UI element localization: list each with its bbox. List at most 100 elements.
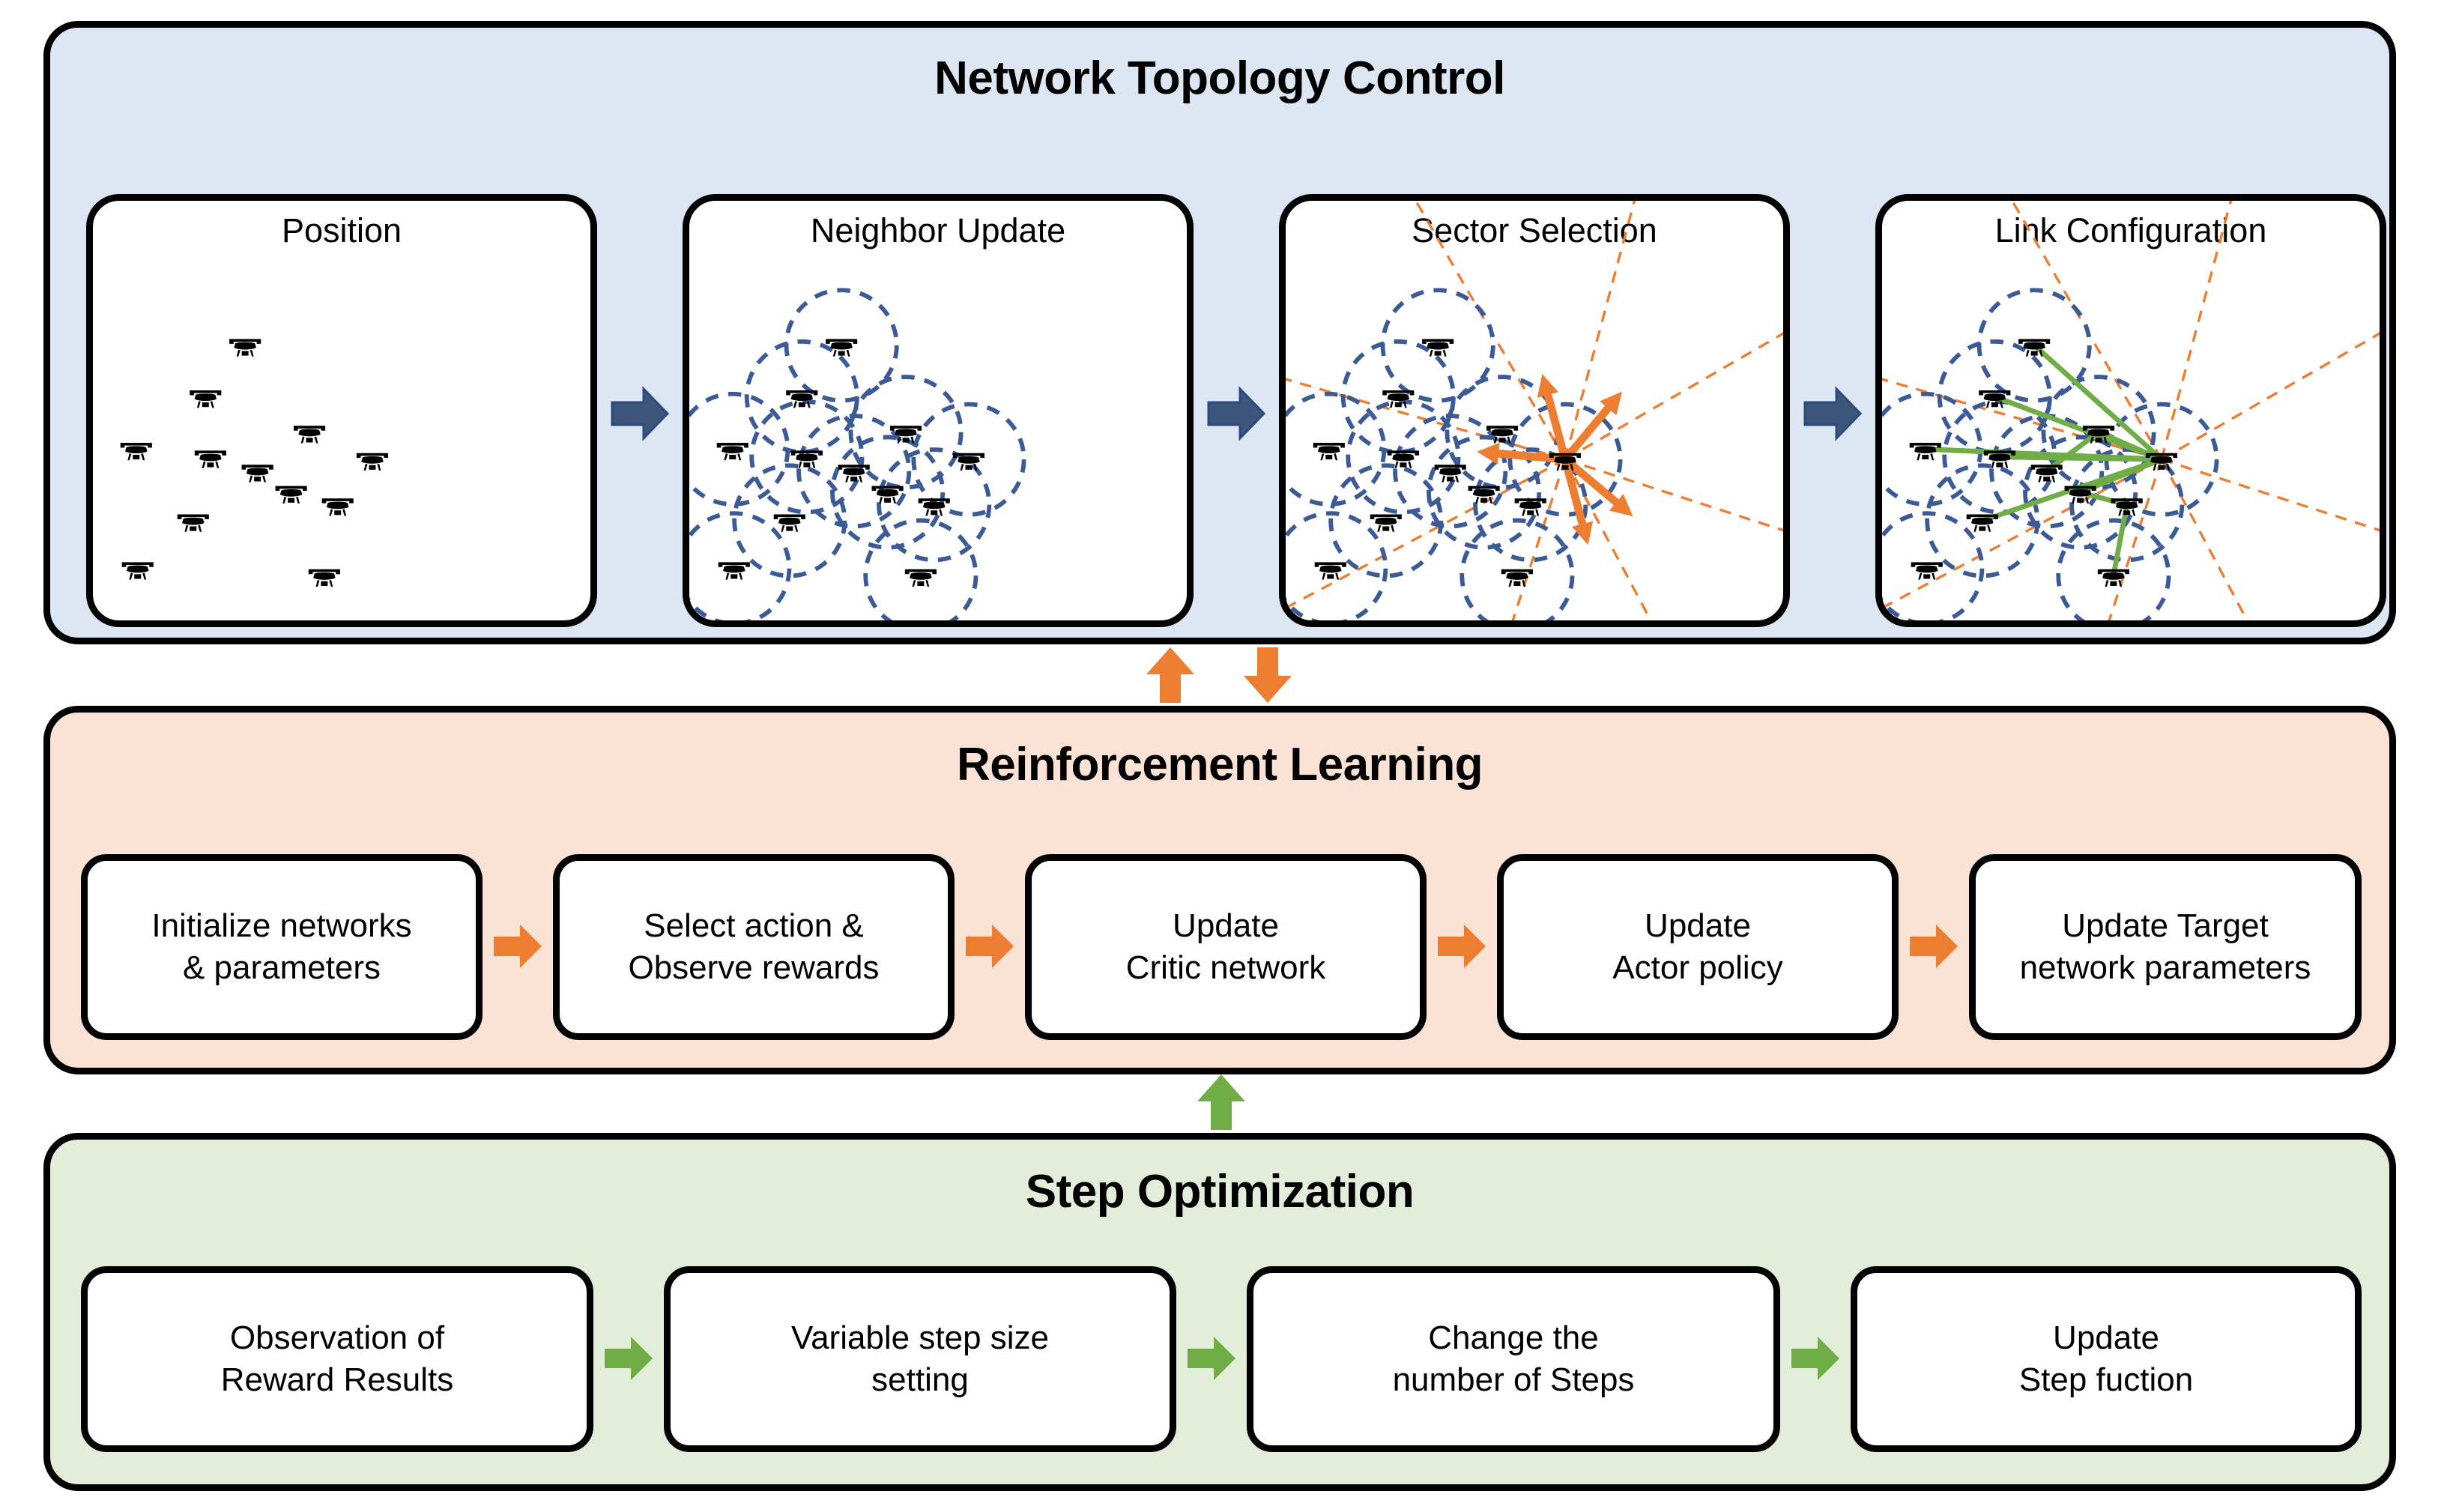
rl-step-box-update-target[interactable]: Update Target network parameters: [1969, 854, 2362, 1040]
sector-arrow-head: [1477, 442, 1500, 465]
coverage-circle: [2069, 447, 2185, 563]
drone-icon: [1549, 453, 1582, 471]
drone-icon: [321, 498, 354, 516]
coverage-circle: [1286, 511, 1388, 620]
link-line: [1999, 454, 2162, 462]
drone-icon: [2082, 426, 2115, 444]
link-line: [2111, 504, 2130, 576]
panel-sector-selection[interactable]: Sector Selection: [1279, 194, 1790, 627]
drone-icon: [1422, 339, 1454, 357]
drone-icon: [889, 426, 922, 444]
drone-icon: [718, 562, 750, 580]
rl-arrow-1: [494, 925, 542, 968]
drone-icon: [786, 390, 818, 408]
drone-icon: [2145, 453, 2178, 471]
section-title-reinforcement-learning: Reinforcement Learning: [956, 739, 1483, 790]
rl-step-line1: Select action &: [644, 907, 864, 944]
drone-icon: [1501, 569, 1533, 587]
sector-direction-arrow: [1561, 458, 1590, 536]
coverage-circle: [2056, 518, 2171, 620]
step-to-rl-arrow: [1197, 1074, 1245, 1130]
drone-icon: [1966, 514, 1998, 532]
coverage-circle: [689, 391, 790, 506]
coverage-circle: [1328, 463, 1444, 578]
sector-direction-arrow: [1561, 396, 1619, 462]
step-box-observation[interactable]: Observation of Reward Results: [81, 1266, 593, 1452]
coverage-circle: [796, 414, 912, 529]
section-title-network-topology-control: Network Topology Control: [934, 52, 1505, 104]
position-to-neighbor-arrow: [611, 386, 669, 441]
section-network-topology-control: Network Topology Control Position Neighb…: [43, 21, 2396, 644]
step-line2: number of Steps: [1392, 1361, 1635, 1398]
coverage-circle: [1473, 447, 1588, 563]
sector-boundary-line: [2161, 332, 2380, 461]
sector-boundary-line: [1564, 201, 1636, 460]
rl-step-box-initialize[interactable]: Initialize networks & parameters: [81, 854, 483, 1040]
coverage-circle: [830, 435, 946, 550]
rl-arrow-4: [1910, 925, 1958, 968]
coverage-circle: [1286, 391, 1387, 506]
drone-icon: [871, 486, 904, 504]
panel-neighbor-update[interactable]: Neighbor Update: [683, 194, 1194, 627]
rl-step-box-update-critic[interactable]: Update Critic network: [1025, 854, 1427, 1040]
drone-icon: [190, 390, 222, 408]
coverage-circle: [848, 375, 964, 490]
drone-icon: [229, 339, 261, 357]
link-line: [2045, 430, 2101, 474]
sector-direction-arrow: [1540, 382, 1570, 461]
drone-icon: [1370, 514, 1402, 532]
sector-direction-arrow: [1562, 456, 1628, 513]
sector-arrow-head: [1537, 373, 1558, 398]
coverage-circle: [863, 518, 978, 620]
drone-icon: [904, 569, 937, 587]
coverage-circle: [877, 447, 992, 563]
step-box-update-step-function[interactable]: Update Step fuction: [1851, 1266, 2362, 1452]
coverage-circle: [732, 463, 847, 578]
drone-icon: [1314, 562, 1346, 580]
drone-icon: [308, 569, 340, 587]
rl-step-line1: Initialize networks: [151, 907, 412, 944]
step-line2: setting: [871, 1361, 969, 1398]
drone-icon: [1468, 486, 1500, 504]
step-box-variable-step-size[interactable]: Variable step size setting: [664, 1266, 1176, 1452]
neighbor-to-sector-arrow: [1207, 386, 1265, 441]
panel-link-configuration[interactable]: Link Configuration: [1875, 194, 2386, 627]
drone-icon: [1387, 450, 1419, 468]
drone-icon: [120, 442, 152, 461]
panel-title-position: Position: [281, 211, 402, 250]
sector-boundary-line: [1564, 458, 1783, 532]
panel-title-link-configuration: Link Configuration: [1994, 211, 2267, 250]
drone-icon: [918, 498, 950, 516]
neighbor-update-scene: [689, 288, 1026, 620]
step-line1: Variable step size: [790, 1319, 1050, 1356]
coverage-circle: [689, 511, 792, 620]
step-box-change-number-of-steps[interactable]: Change the number of Steps: [1247, 1266, 1780, 1452]
drone-icon: [241, 465, 273, 483]
drone-icon: [194, 450, 226, 468]
coverage-circle: [1427, 435, 1542, 550]
rl-step-line1: Update: [1645, 907, 1751, 944]
drone-icon: [1909, 442, 1941, 461]
drone-icon: [1313, 442, 1345, 461]
drone-icon: [2097, 569, 2129, 587]
rl-step-line2: Critic network: [1125, 949, 1326, 986]
step-arrow-3: [1791, 1337, 1839, 1380]
position-scene: [120, 339, 389, 587]
drone-icon: [1486, 426, 1519, 444]
rl-step-line2: Observe rewards: [628, 949, 880, 986]
rl-step-box-select-action[interactable]: Select action & Observe rewards: [553, 854, 955, 1040]
step-line1: Update: [2053, 1319, 2159, 1356]
drone-icon: [2064, 486, 2096, 504]
sector-boundary-line: [2010, 201, 2163, 460]
drone-icon: [773, 514, 805, 532]
sector-boundary-line: [2161, 458, 2380, 532]
panel-position[interactable]: Position: [86, 194, 597, 627]
rl-step-box-update-actor[interactable]: Update Actor policy: [1497, 854, 1899, 1040]
drone-icon: [1434, 465, 1466, 483]
link-configuration-scene: [1882, 201, 2380, 620]
rl-step-line2: Actor policy: [1612, 949, 1783, 986]
drone-icon: [1911, 562, 1943, 580]
panel-title-sector-selection: Sector Selection: [1412, 211, 1657, 250]
rl-arrow-3: [1438, 925, 1486, 968]
